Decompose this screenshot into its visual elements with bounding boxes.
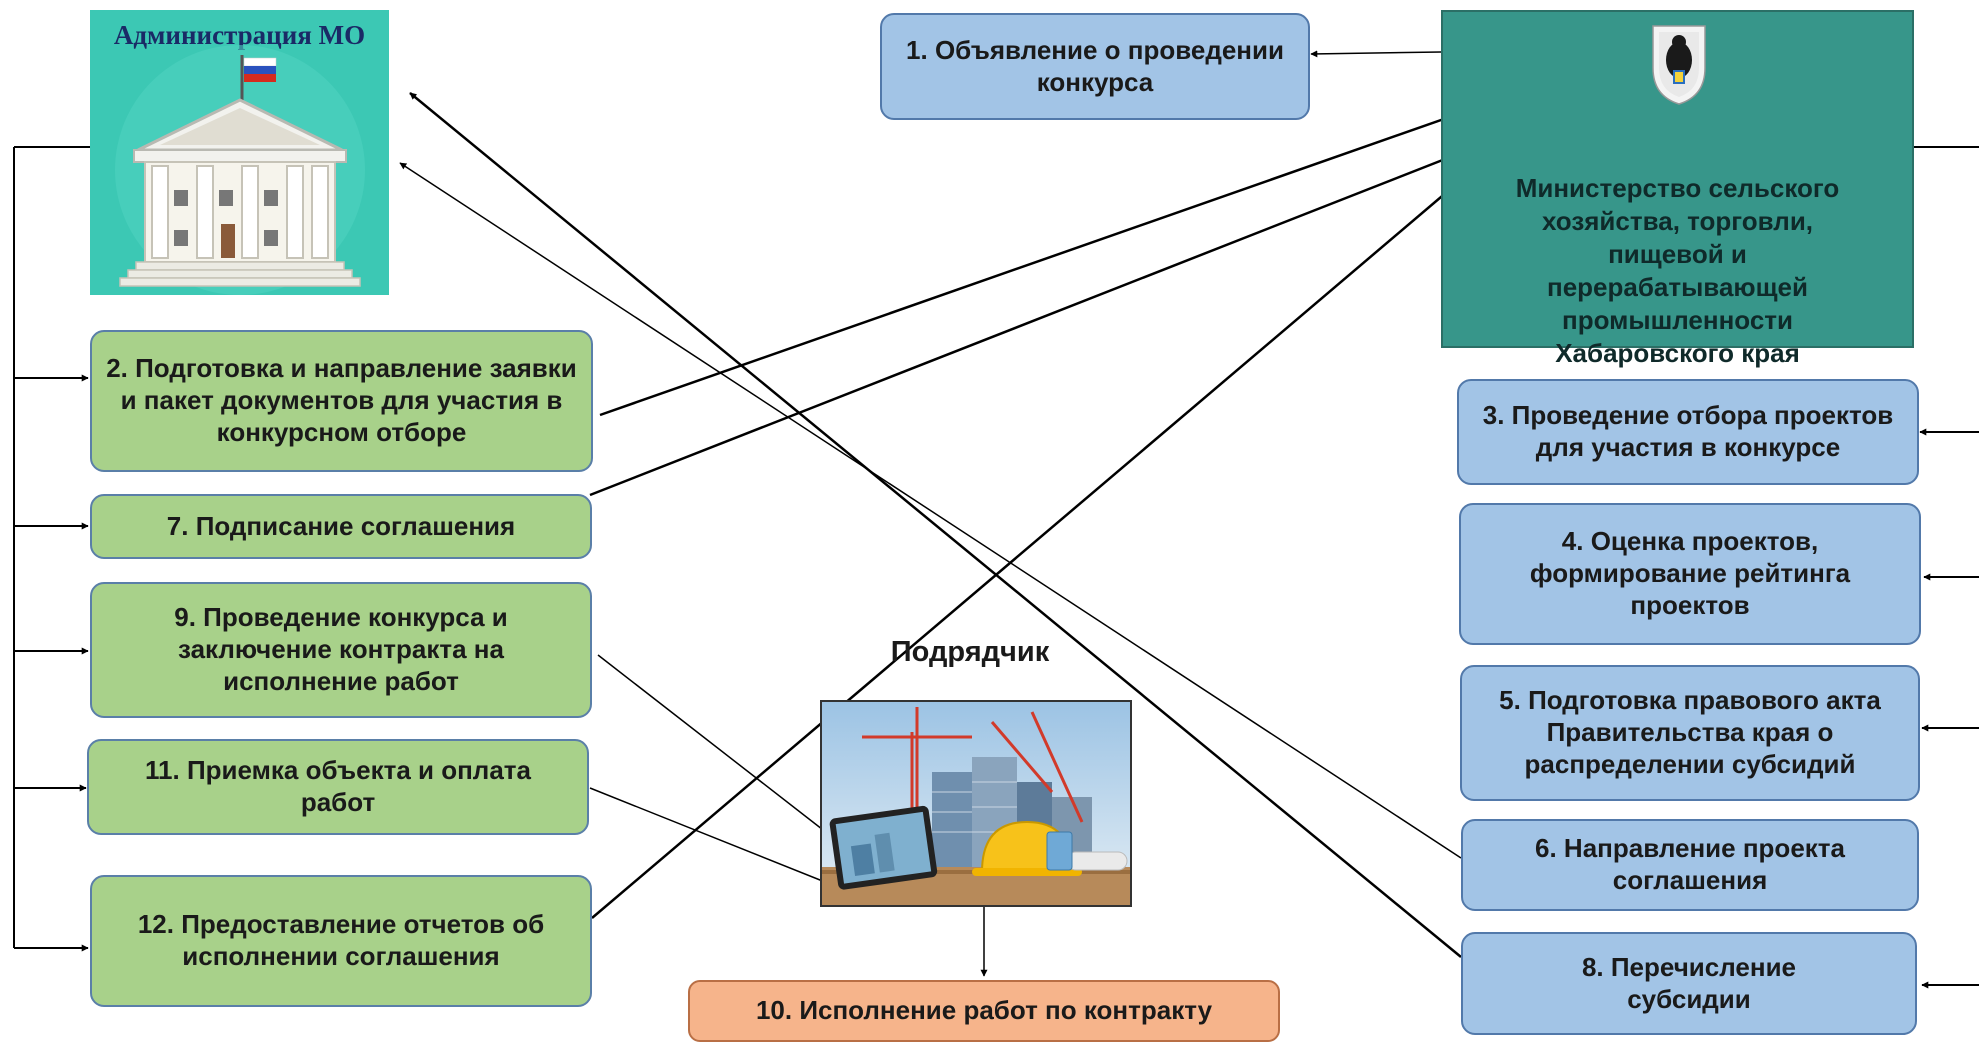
construction-illustration: [822, 702, 1130, 905]
step-12-label: 12. Предоставление отчетов об исполнении…: [137, 909, 545, 971]
ministry-title: Министерство сельского хозяйства, торгов…: [1515, 173, 1840, 369]
step-5-box: 5. Подготовка правового акта Правительст…: [1460, 665, 1920, 801]
arrow-step8-admin: [409, 92, 1462, 958]
step-2-label: 2. Подготовка и направление заявки и пак…: [106, 353, 577, 447]
step-10-box: 10. Исполнение работ по контракту: [688, 980, 1280, 1042]
step-1-label: 1. Объявление о проведении конкурса: [906, 34, 1284, 97]
arrow-step11-contractor: [589, 787, 831, 885]
government-building-icon: [115, 45, 365, 295]
step-3-box: 3. Проведение отбора проектов для участи…: [1457, 379, 1919, 485]
step-1-box: 1. Объявление о проведении конкурса: [880, 13, 1310, 120]
arrow-step6-admin: [399, 162, 1462, 859]
arrow-step2-ministry: [599, 111, 1462, 417]
step-7-label: 7. Подписание соглашения: [166, 510, 516, 541]
step-7-box: 7. Подписание соглашения: [90, 494, 592, 559]
arrow-step7-ministry: [589, 150, 1464, 497]
right-bracket: [1914, 146, 1979, 989]
step-11-box: 11. Приемка объекта и оплата работ: [87, 739, 589, 835]
step-9-label: 9. Проведение конкурса и заключение конт…: [174, 602, 508, 696]
arrow-step9-contractor: [597, 654, 837, 841]
step-9-box: 9. Проведение конкурса и заключение конт…: [90, 582, 592, 718]
construction-photo: [820, 700, 1132, 907]
step-6-label: 6. Направление проекта соглашения: [1535, 833, 1845, 895]
contractor-title: Подрядчик: [890, 636, 1050, 668]
step-8-box: 8. Перечисление субсидии: [1461, 932, 1917, 1035]
step-5-label: 5. Подготовка правового акта Правительст…: [1499, 685, 1881, 779]
step-6-box: 6. Направление проекта соглашения: [1461, 819, 1919, 911]
arrow-step12-ministry: [591, 179, 1462, 919]
coat-of-arms-icon: [1652, 25, 1706, 105]
step-11-label: 11. Приемка объекта и оплата работ: [145, 755, 531, 817]
step-4-label: 4. Оценка проектов, формирование рейтинг…: [1529, 526, 1851, 620]
ministry-panel: Министерство сельского хозяйства, торгов…: [1441, 10, 1914, 368]
step-4-box: 4. Оценка проектов, формирование рейтинг…: [1459, 503, 1921, 645]
russian-flag-icon: [240, 55, 277, 102]
step-3-label: 3. Проведение отбора проектов для участи…: [1482, 400, 1894, 462]
step-12-box: 12. Предоставление отчетов об исполнении…: [90, 875, 592, 1007]
admin-mo-panel: Администрация МО: [90, 10, 389, 295]
step-10-label: 10. Исполнение работ по контракту: [755, 995, 1213, 1026]
step-2-box: 2. Подготовка и направление заявки и пак…: [90, 330, 593, 472]
admin-mo-title: Администрация МО: [113, 20, 366, 50]
step-8-label: 8. Перечисление субсидии: [1581, 951, 1797, 1014]
left-bracket: [13, 146, 92, 952]
arrow-ministry-step1: [1310, 50, 1442, 58]
